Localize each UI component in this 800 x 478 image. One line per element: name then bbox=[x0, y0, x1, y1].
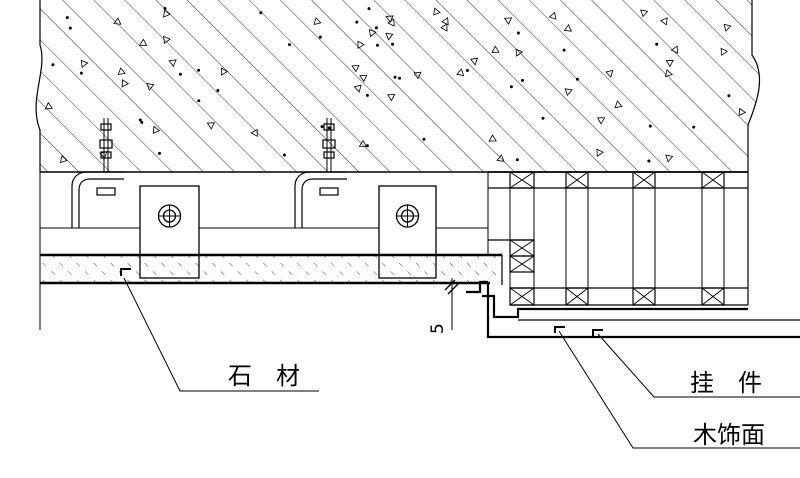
label-wood-facing: 木饰面 bbox=[693, 421, 765, 449]
label-stone: 石 材 bbox=[228, 362, 300, 390]
wood-frame bbox=[488, 171, 749, 306]
anchor-bolts bbox=[71, 118, 347, 228]
wood-facing bbox=[466, 280, 800, 339]
dimension-value: 5 bbox=[428, 323, 448, 334]
concrete-slab bbox=[35, 0, 761, 173]
leader-lines bbox=[123, 277, 800, 449]
dimension-mark: 5 bbox=[428, 278, 459, 334]
label-hanger: 挂 件 bbox=[690, 369, 762, 397]
stone-panel bbox=[40, 253, 503, 285]
